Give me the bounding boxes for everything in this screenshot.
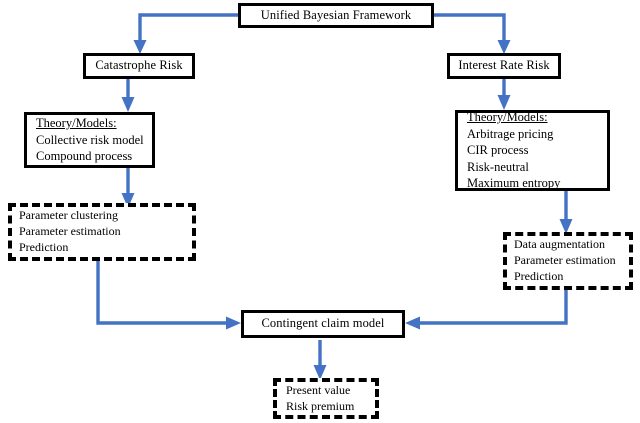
node-interest-rate-risk[interactable]: Interest Rate Risk: [447, 53, 561, 79]
connector-merge-to-output: [313, 340, 327, 380]
connector-catastrophe-to-theory: [121, 79, 135, 112]
method-item: Parameter estimation: [19, 224, 121, 239]
theory-item: CIR process: [467, 143, 529, 158]
connector-theory-to-methods-right: [559, 191, 573, 234]
method-item: Prediction: [514, 268, 564, 283]
node-label: Interest Rate Risk: [458, 58, 550, 73]
node-catastrophe-risk[interactable]: Catastrophe Risk: [83, 53, 195, 79]
theory-item: Arbitrage pricing: [467, 126, 554, 141]
theory-item: Risk-neutral: [467, 159, 529, 174]
connector-methods-right-to-merge: [405, 290, 568, 330]
method-item: Data augmentation: [514, 237, 605, 252]
connector-interest-rate-to-theory: [497, 79, 511, 110]
method-item: Parameter clustering: [19, 208, 118, 223]
node-methods-left[interactable]: Parameter clustering Parameter estimatio…: [8, 203, 196, 261]
node-theory-models-left[interactable]: Theory/Models: Collective risk model Com…: [24, 112, 155, 168]
output-item: Risk premium: [286, 398, 355, 413]
theory-header-left: Theory/Models:: [36, 116, 117, 131]
connector-root-to-catastrophe: [133, 13, 238, 54]
theory-item: Compound process: [36, 149, 133, 164]
node-label: Catastrophe Risk: [95, 58, 183, 73]
theory-item: Maximum entropy: [467, 176, 561, 191]
node-methods-right[interactable]: Data augmentation Parameter estimation P…: [503, 232, 633, 290]
method-item: Prediction: [19, 239, 69, 254]
connector-methods-left-to-merge: [96, 261, 241, 330]
node-label: Contingent claim model: [261, 316, 385, 331]
connector-root-to-interest-rate: [434, 13, 511, 54]
node-theory-models-right[interactable]: Theory/Models: Arbitrage pricing CIR pro…: [455, 110, 610, 191]
theory-header-right: Theory/Models:: [467, 109, 548, 124]
node-output-values[interactable]: Present value Risk premium: [273, 378, 379, 419]
node-unified-bayesian-framework[interactable]: Unified Bayesian Framework: [238, 3, 434, 28]
method-item: Parameter estimation: [514, 253, 616, 268]
node-contingent-claim-model[interactable]: Contingent claim model: [241, 310, 405, 338]
connector-theory-to-methods-left: [121, 168, 135, 208]
output-item: Present value: [286, 382, 351, 397]
theory-item: Collective risk model: [36, 132, 144, 147]
node-label: Unified Bayesian Framework: [260, 7, 412, 22]
